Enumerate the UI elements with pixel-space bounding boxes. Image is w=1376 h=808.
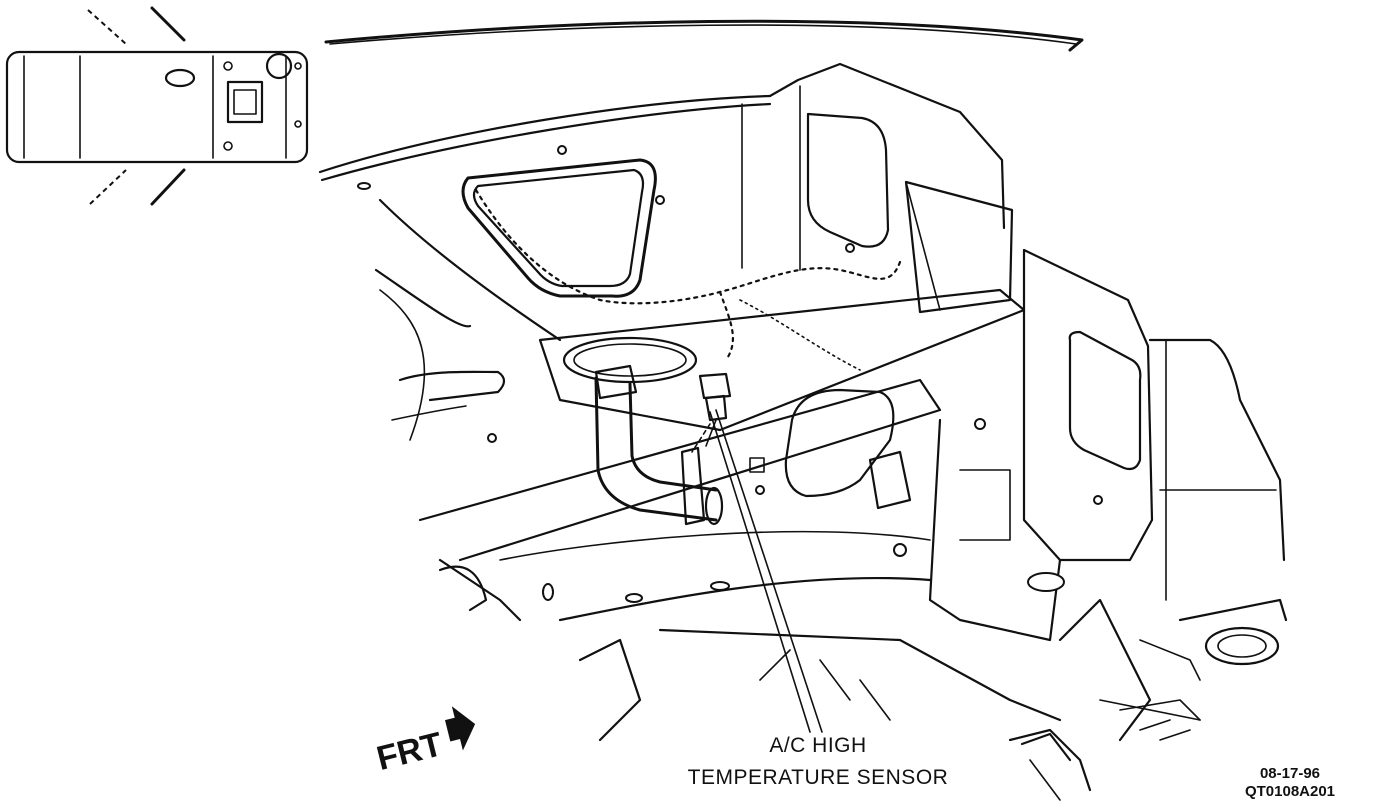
- front-direction-indicator: FRT: [373, 706, 476, 778]
- front-arrow-label: FRT: [373, 725, 447, 778]
- figure-code: QT0108A201: [1245, 783, 1335, 800]
- callout-leader-line: [715, 409, 823, 733]
- callout-line-1: A/C HIGH: [769, 734, 866, 757]
- front-arrow-icon: [444, 706, 476, 751]
- vehicle-locator-view: [5, 6, 309, 206]
- date-code: 08-17-96: [1260, 765, 1320, 782]
- callout-line-2: TEMPERATURE SENSOR: [688, 766, 949, 789]
- engine-compartment-drawing: [318, 19, 1288, 801]
